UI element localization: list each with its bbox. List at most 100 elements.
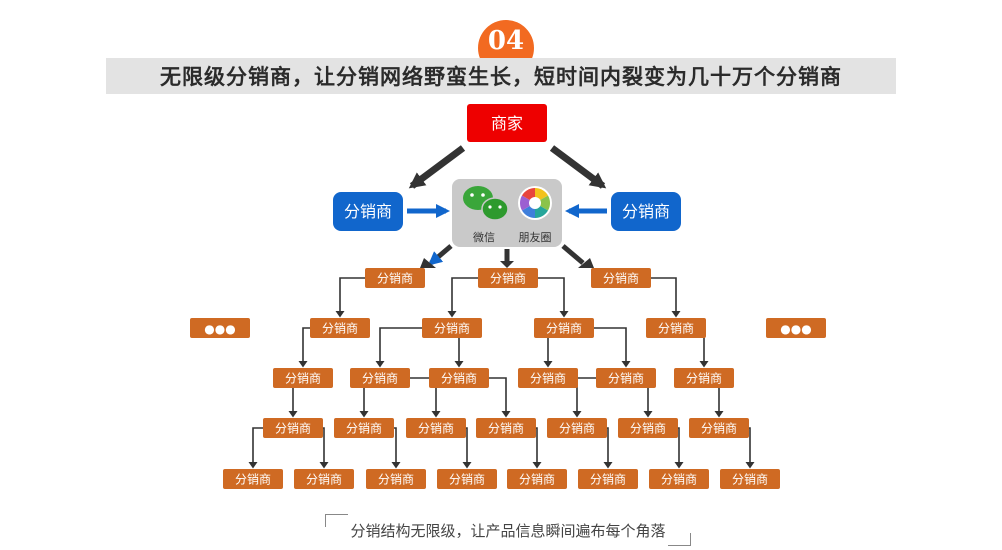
distributor-node: 分销商 xyxy=(263,418,323,438)
distributor-node: 分销商 xyxy=(350,368,410,388)
distributor-node-box xyxy=(476,418,536,438)
caption-corner-top-left xyxy=(325,514,348,527)
social-hub: 微信 朋友圈 xyxy=(452,179,562,247)
distributor-node-label: 分销商 xyxy=(590,472,626,487)
arrow-hub-center-head xyxy=(500,261,514,268)
distributor-node-box xyxy=(406,418,466,438)
distributor-node-label: 分销商 xyxy=(630,421,666,436)
distributor-node: 分销商 xyxy=(223,469,283,489)
tree-connector-arrowhead xyxy=(572,411,582,418)
distributor-node-box xyxy=(591,268,651,288)
distributor-node-label: 分销商 xyxy=(449,472,485,487)
distributor-node: 分销商 xyxy=(578,469,638,489)
tree-connector-arrowhead xyxy=(621,361,631,368)
tree-connector-arrowhead xyxy=(532,462,542,469)
top-distributor-left-box xyxy=(333,192,403,231)
arrow-hub-left xyxy=(427,244,453,266)
more-left-box xyxy=(190,318,250,338)
top-distributor-left-label: 分销商 xyxy=(344,202,392,221)
tree-connector xyxy=(594,327,627,362)
wechat-icon xyxy=(463,186,509,221)
distributor-node-box xyxy=(646,318,706,338)
tree-connector xyxy=(749,427,751,463)
distributor-node: 分销商 xyxy=(273,368,333,388)
distributor-node-box xyxy=(366,469,426,489)
distributor-node: 分销商 xyxy=(422,318,482,338)
distributor-node-label: 分销商 xyxy=(686,371,722,386)
tree-connector xyxy=(339,277,365,312)
tree-connector-arrowhead xyxy=(288,411,298,418)
distributor-node-box xyxy=(674,368,734,388)
tree-connector-arrowhead xyxy=(462,462,472,469)
tree-connector xyxy=(302,327,310,362)
distributor-node-box xyxy=(273,368,333,388)
distributor-node-label: 分销商 xyxy=(378,472,414,487)
tree-connector xyxy=(466,427,468,463)
distributor-node: 分销商 xyxy=(366,469,426,489)
arrow-merchant-left xyxy=(408,145,466,189)
distributor-node: 分销商 xyxy=(674,368,734,388)
distributor-node-label: 分销商 xyxy=(285,371,321,386)
distributor-node-box xyxy=(547,418,607,438)
wechat-label: 微信 xyxy=(473,230,495,244)
tree-connector-arrowhead xyxy=(603,462,613,469)
distributor-node-label: 分销商 xyxy=(434,321,470,336)
tree-connector-arrowhead xyxy=(319,462,329,469)
top-distributor-right-label: 分销商 xyxy=(622,202,670,221)
tree-connector-arrowhead xyxy=(643,411,653,418)
tree-edges xyxy=(248,277,755,469)
merchant-label: 商家 xyxy=(491,114,523,133)
caption-text: 分销结构无限级，让产品信息瞬间遍布每个角落 xyxy=(350,522,666,540)
distributor-node: 分销商 xyxy=(478,268,538,288)
distributor-node-label: 分销商 xyxy=(546,321,582,336)
distributor-node-label: 分销商 xyxy=(377,271,413,286)
distributor-node: 分销商 xyxy=(437,469,497,489)
tree-connector-arrowhead xyxy=(501,411,511,418)
tree-connector xyxy=(576,377,596,412)
distributor-node: 分销商 xyxy=(618,418,678,438)
distributor-node-box xyxy=(618,418,678,438)
tree-connector xyxy=(451,277,478,312)
distributor-node-box xyxy=(422,318,482,338)
distributor-node-box xyxy=(310,318,370,338)
step-number: 04 xyxy=(487,26,525,56)
more-right-label: ●●● xyxy=(780,322,811,336)
distributor-node-box xyxy=(294,469,354,489)
tree-connector-arrowhead xyxy=(248,462,258,469)
tree-connector xyxy=(536,427,538,463)
distributor-node-box xyxy=(649,469,709,489)
distributor-node-label: 分销商 xyxy=(490,271,526,286)
top-distributor-right-box xyxy=(611,192,681,231)
distributor-node: 分销商 xyxy=(476,418,536,438)
arrow-merchant-right xyxy=(549,145,607,189)
caption-box: 分销结构无限级，让产品信息瞬间遍布每个角落 xyxy=(325,514,691,546)
tree-connector xyxy=(394,427,397,463)
distributor-node: 分销商 xyxy=(596,368,656,388)
distributor-node-label: 分销商 xyxy=(732,472,768,487)
tree-connector xyxy=(538,277,565,312)
distributor-node: 分销商 xyxy=(406,418,466,438)
distributor-node-label: 分销商 xyxy=(488,421,524,436)
distributor-node-label: 分销商 xyxy=(701,421,737,436)
headline-banner: 无限级分销商，让分销网络野蛮生长，短时间内裂变为几十万个分销商 xyxy=(106,58,896,94)
tree-connector xyxy=(678,427,680,463)
distributor-node-box xyxy=(720,469,780,489)
distributor-node: 分销商 xyxy=(294,469,354,489)
more-right-box xyxy=(766,318,826,338)
distributor-node: 分销商 xyxy=(334,418,394,438)
tree-connector-arrowhead xyxy=(674,462,684,469)
distributor-node: 分销商 xyxy=(591,268,651,288)
distributor-node-box xyxy=(578,469,638,489)
distributor-node-box xyxy=(429,368,489,388)
distributor-node: 分销商 xyxy=(310,318,370,338)
distributor-node: 分销商 xyxy=(507,469,567,489)
distributor-node-label: 分销商 xyxy=(559,421,595,436)
distributor-node-box xyxy=(507,469,567,489)
distributor-node: 分销商 xyxy=(720,469,780,489)
distributor-node-box xyxy=(263,418,323,438)
distributor-node: 分销商 xyxy=(534,318,594,338)
arrow-hub-right-head xyxy=(578,258,594,268)
distributor-node-box xyxy=(478,268,538,288)
tree-connector-arrowhead xyxy=(671,311,681,318)
